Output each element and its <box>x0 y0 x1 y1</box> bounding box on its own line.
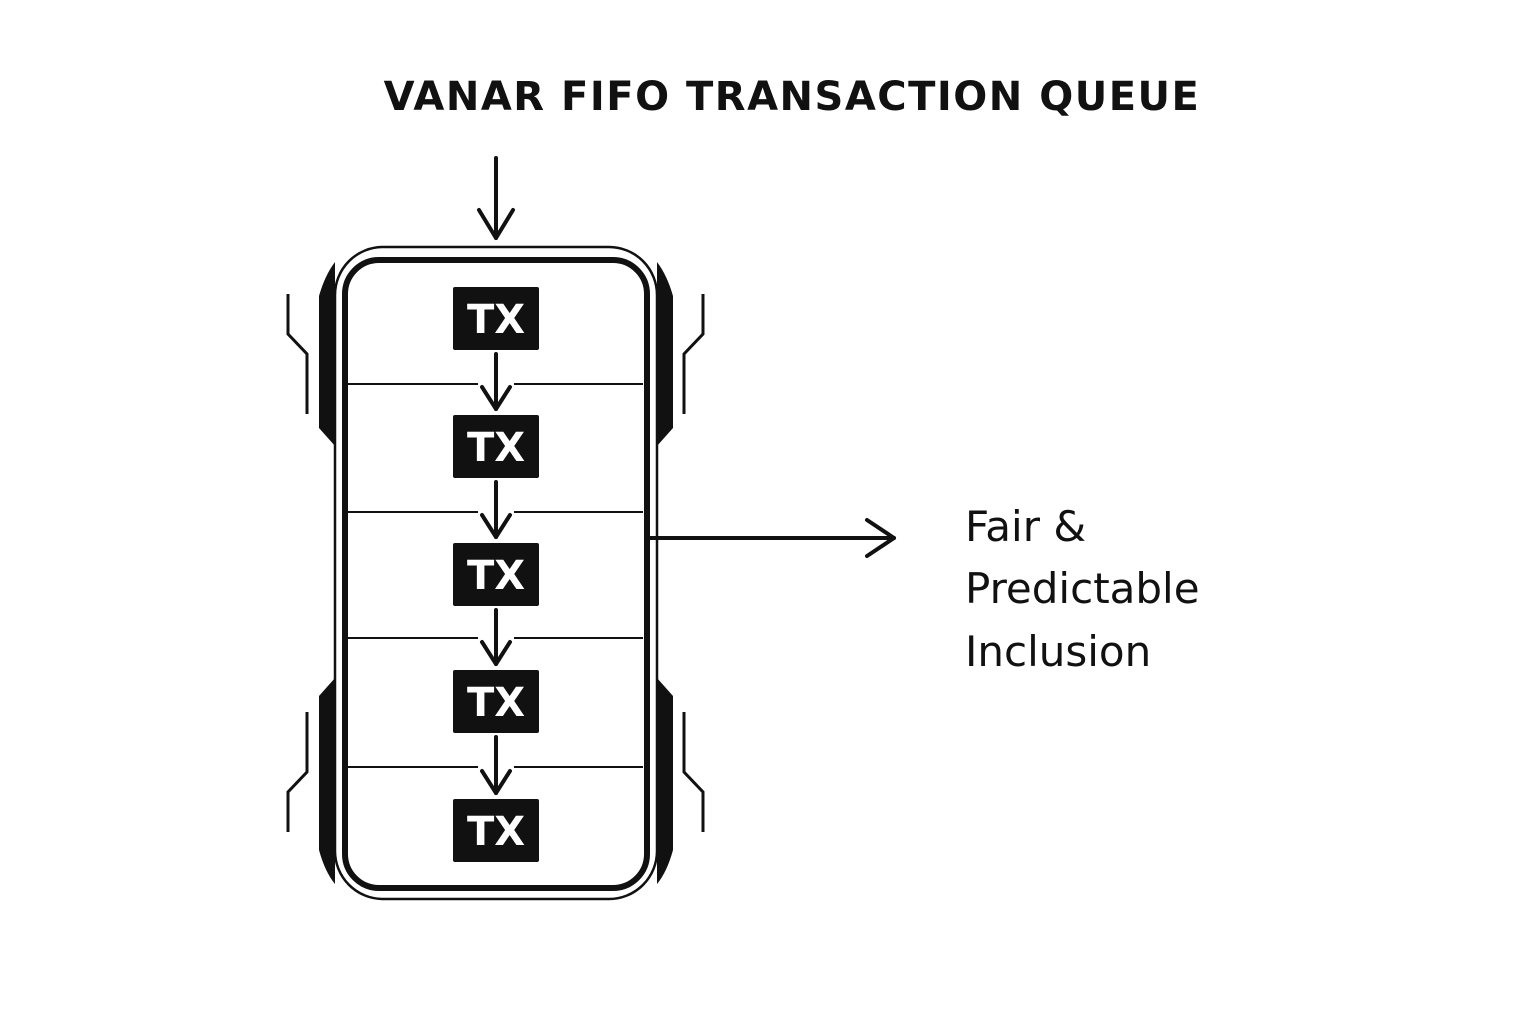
tx-label: TX <box>467 297 525 343</box>
output-arrow <box>647 518 896 558</box>
tx-item: TX <box>453 799 539 862</box>
queue-flow-arrow <box>480 735 512 795</box>
tx-box <box>453 670 539 733</box>
tx-box <box>453 543 539 606</box>
queue-flow-arrow <box>480 352 512 411</box>
tx-item: TX <box>453 670 539 733</box>
side-brackets <box>286 294 705 832</box>
tx-box <box>453 799 539 862</box>
tx-item: TX <box>453 543 539 606</box>
output-label-line-1: Fair & <box>965 502 1086 551</box>
tx-label: TX <box>467 809 525 855</box>
tx-label: TX <box>467 553 525 599</box>
queue-inner-frame <box>342 257 650 891</box>
tx-label: TX <box>467 680 525 726</box>
incoming-arrow <box>477 156 515 240</box>
output-label-line-3: Inclusion <box>965 627 1151 676</box>
tx-label: TX <box>467 425 525 471</box>
diagram-title: VANAR FIFO TRANSACTION QUEUE <box>384 74 1201 120</box>
tx-box <box>453 287 539 350</box>
queue-flow-arrow <box>480 608 512 666</box>
tx-box <box>453 415 539 478</box>
output-label-line-2: Predictable <box>965 564 1200 613</box>
tx-item: TX <box>453 415 539 478</box>
queue-outer-frame <box>333 245 659 901</box>
tx-item: TX <box>453 287 539 350</box>
queue-flow-arrow <box>480 480 512 539</box>
queue-bumpers <box>319 262 673 884</box>
